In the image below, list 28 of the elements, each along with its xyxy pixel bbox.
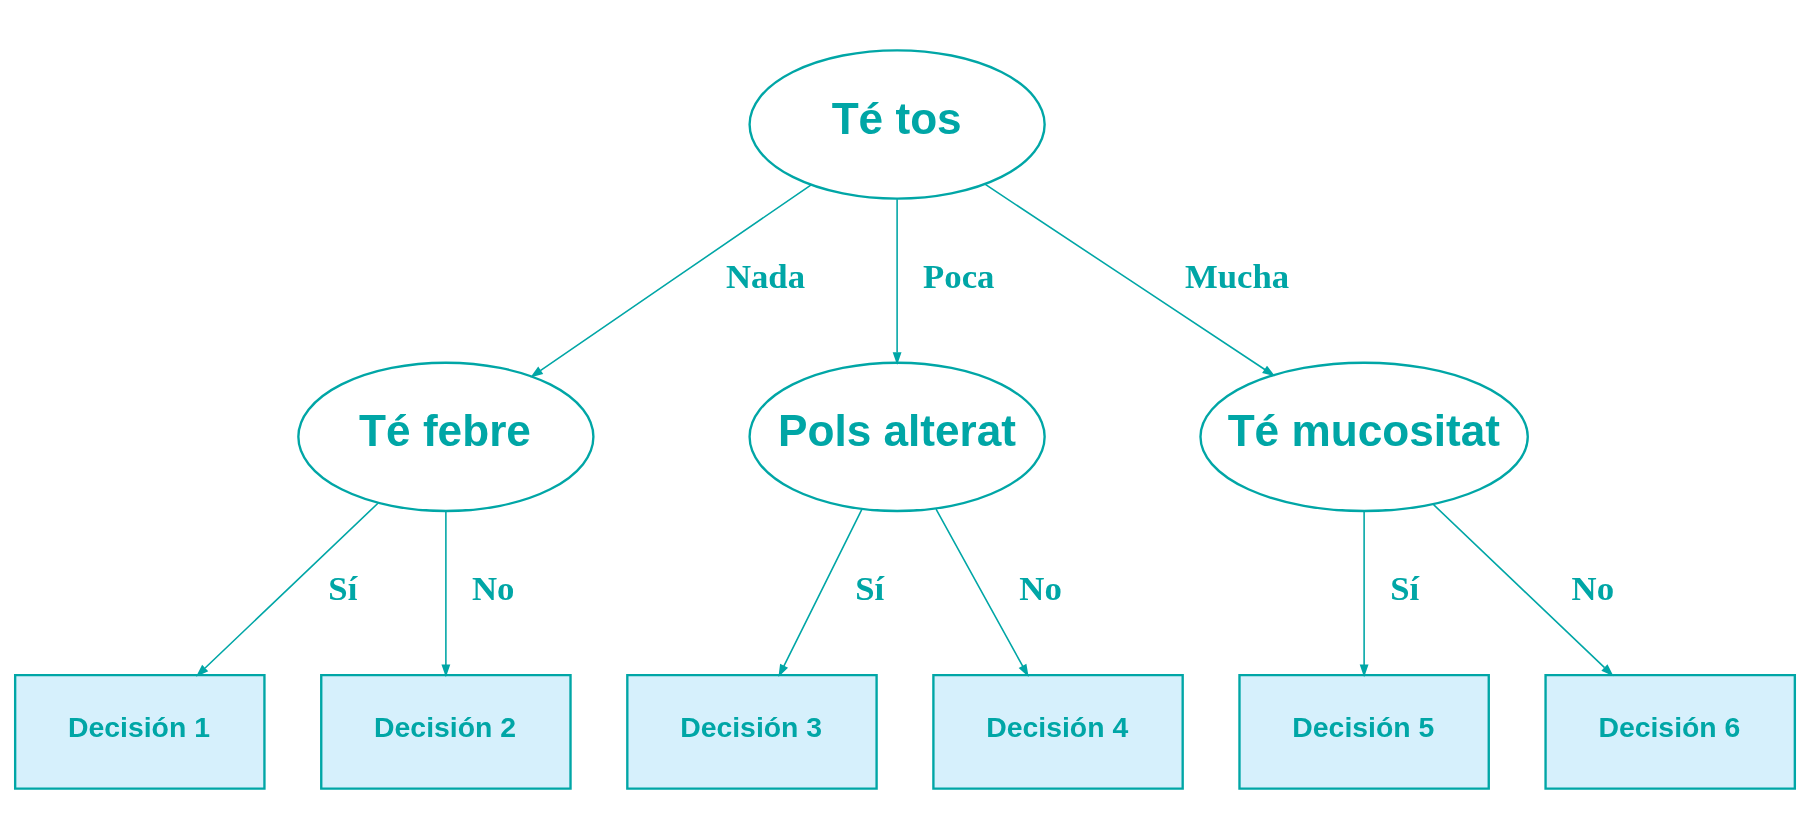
arrow bbox=[530, 184, 812, 378]
arrow bbox=[935, 508, 1029, 677]
node-ellipse: Pols alterat bbox=[748, 361, 1046, 513]
edge-label: Nada bbox=[725, 256, 805, 296]
arrow bbox=[984, 183, 1276, 377]
arrow bbox=[1359, 510, 1369, 678]
arrow bbox=[1432, 503, 1614, 677]
node-box: Decisión 5 bbox=[1238, 673, 1490, 790]
node-box: Decisión 4 bbox=[932, 673, 1184, 790]
node-box: Decisión 1 bbox=[13, 673, 266, 790]
edge-label: Sí bbox=[855, 569, 885, 609]
node-box: Decisión 3 bbox=[626, 673, 878, 790]
arrow bbox=[196, 502, 379, 677]
edge-label: Mucha bbox=[1185, 256, 1290, 296]
edge-label: No bbox=[1019, 569, 1062, 609]
node-ellipse: Té mucositat bbox=[1199, 361, 1529, 513]
arrow bbox=[441, 510, 451, 678]
node-box: Decisión 6 bbox=[1544, 673, 1797, 790]
edge-label: No bbox=[471, 569, 515, 609]
node-ellipse: Té tos bbox=[748, 49, 1046, 200]
edge-label: Sí bbox=[328, 569, 358, 609]
edge-label: No bbox=[1571, 569, 1615, 609]
edge-label: Sí bbox=[1390, 569, 1420, 609]
edge-label: Poca bbox=[923, 256, 995, 296]
node-box: Decisión 2 bbox=[320, 673, 572, 790]
node-ellipse: Té febre bbox=[297, 361, 595, 513]
arrow bbox=[892, 198, 902, 365]
arrow bbox=[778, 508, 863, 678]
